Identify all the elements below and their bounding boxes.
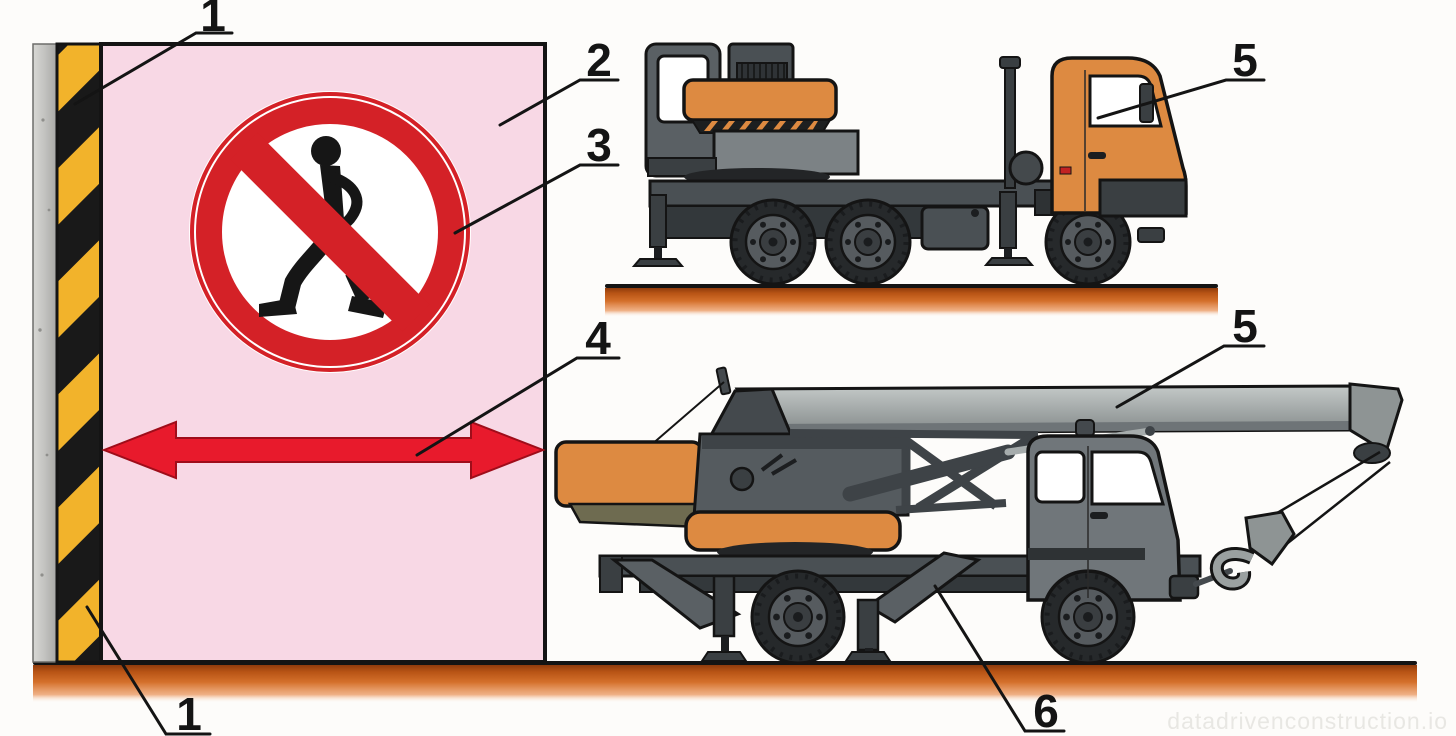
callout-3: 3 [453,119,620,235]
front-bumper [1098,178,1188,218]
callout-label: 4 [585,312,611,364]
counterweight [554,440,704,508]
windshield [1090,450,1165,506]
crane-housing [682,78,838,122]
callout-4: 4 [415,312,621,457]
wheel [824,198,912,286]
wall-concrete-column [32,43,58,663]
hoist-cable [1261,450,1381,524]
truck-cab-gray [1026,419,1200,602]
callout-label: 6 [1033,685,1059,736]
wheel [729,198,817,286]
side-window [1034,450,1086,504]
callout-1-top: 1 [73,0,234,106]
callouts: 1 2 3 4 5 5 6 1 [73,0,1266,736]
sign-prohibition-bar [230,132,430,332]
watermark: datadrivenconstruction.io [1167,708,1448,734]
luffing-cylinder [842,444,1016,502]
callout-label: 3 [586,119,612,171]
door-handle [1090,512,1108,519]
wheel [750,569,846,665]
sign-outer-ring [190,92,470,372]
callout-2: 2 [498,34,620,127]
boom-head [1348,382,1404,455]
no-pedestrians-sign [189,91,471,373]
hook-block [1244,510,1296,567]
outrigger-rear [844,551,982,662]
ground-strip-upper [605,284,1218,317]
wheel [1040,569,1136,665]
outrigger-jack-rear [631,194,685,267]
wheel [1044,198,1132,286]
air-cleaner [1008,150,1044,186]
callout-label: 5 [1232,34,1258,86]
hazard-stripes-signal-marking [55,42,105,664]
callout-6: 6 [933,584,1066,736]
door-handle [1088,152,1106,159]
callout-label: 1 [176,688,202,736]
outrigger-jack-front [983,191,1035,266]
callout-label: 5 [1232,300,1258,352]
skirt-hazard-dashes [704,121,818,131]
callout-label: 2 [586,34,612,86]
truck-cab-orange [1050,56,1188,243]
fuel-tank [920,205,990,251]
callout-5-upper: 5 [1096,34,1266,120]
callout-label: 1 [200,0,226,41]
roof-beacon [1075,419,1095,437]
callout-5-lower: 5 [1115,300,1266,409]
truck-crane-working-position [554,366,1404,665]
ground-strip-lower [33,661,1417,703]
callout-1-bottom: 1 [85,605,212,736]
cab-step [1137,227,1165,243]
hoist-cable [1283,461,1391,547]
front-step [1168,574,1200,600]
truck-crane-transport-position [631,42,1188,286]
danger-zone-width-arrow [101,420,546,480]
outrigger-front [609,558,748,662]
